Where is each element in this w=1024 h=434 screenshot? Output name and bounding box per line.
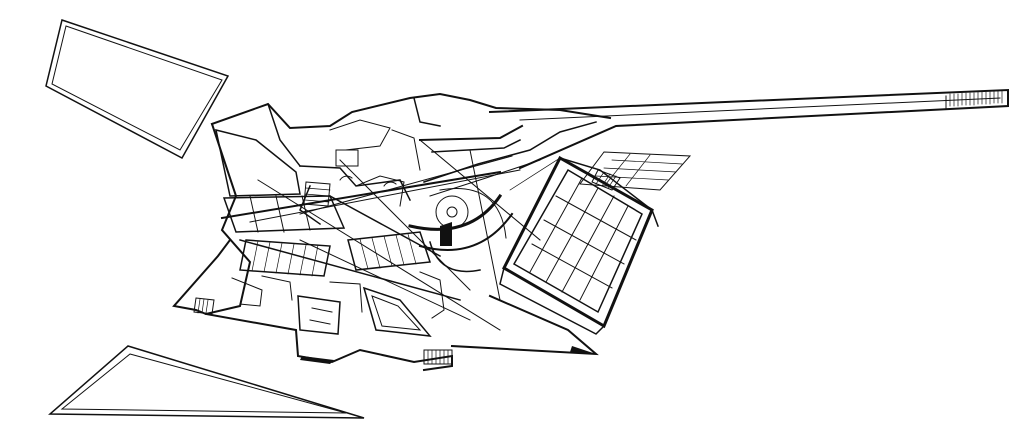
diagonal-axes [220, 139, 541, 331]
interior-partitions [215, 119, 445, 337]
glazed-grid-volume [499, 155, 659, 335]
stair-hatch-glass-corner [591, 169, 621, 191]
solid-accents [300, 222, 596, 364]
detached-block-top-left [45, 19, 230, 160]
long-ramp-right [488, 88, 1009, 170]
central-curved-wall [408, 188, 514, 273]
upper-corridor [418, 121, 597, 197]
stair-hatch-left [193, 297, 215, 315]
stair-hatch-bottom [423, 349, 453, 365]
stair-hatch-upper-left [303, 181, 331, 207]
detached-triangle-bottom-left [48, 345, 365, 419]
